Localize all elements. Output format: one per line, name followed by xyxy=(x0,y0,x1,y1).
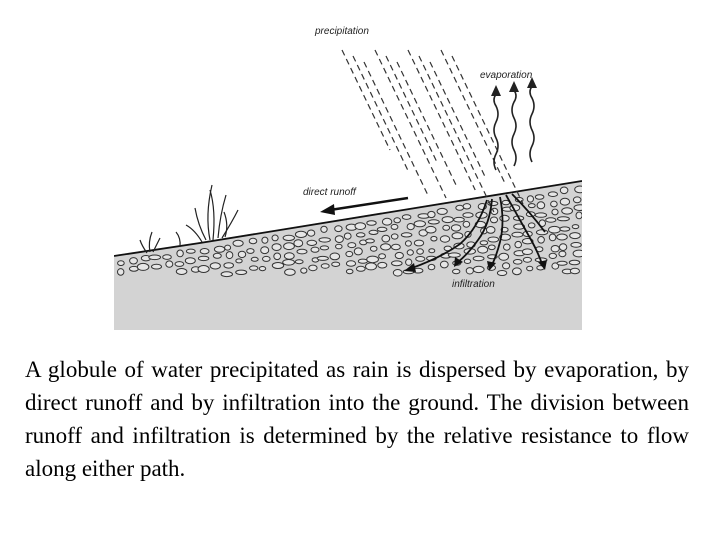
rain-streaks xyxy=(341,49,524,213)
infiltration-label: infiltration xyxy=(452,279,495,290)
ground-surface-line xyxy=(113,180,583,257)
runoff-arrow-shaft xyxy=(329,196,409,212)
evaporation-arrowheads xyxy=(491,77,537,96)
grass-icon xyxy=(139,184,239,254)
figure-caption: A globule of water precipitated as rain … xyxy=(25,357,689,481)
infiltration-paths xyxy=(411,193,546,269)
evaporation-arrows xyxy=(493,85,535,171)
infiltration-arrowheads xyxy=(404,257,547,272)
direct-runoff-label: direct runoff xyxy=(303,187,357,198)
precipitation-label: precipitation xyxy=(314,26,369,37)
evaporation-label: evaporation xyxy=(480,70,533,81)
water-cycle-diagram: precipitation evaporation direct runoff … xyxy=(113,14,587,330)
runoff-arrowhead xyxy=(320,204,335,215)
